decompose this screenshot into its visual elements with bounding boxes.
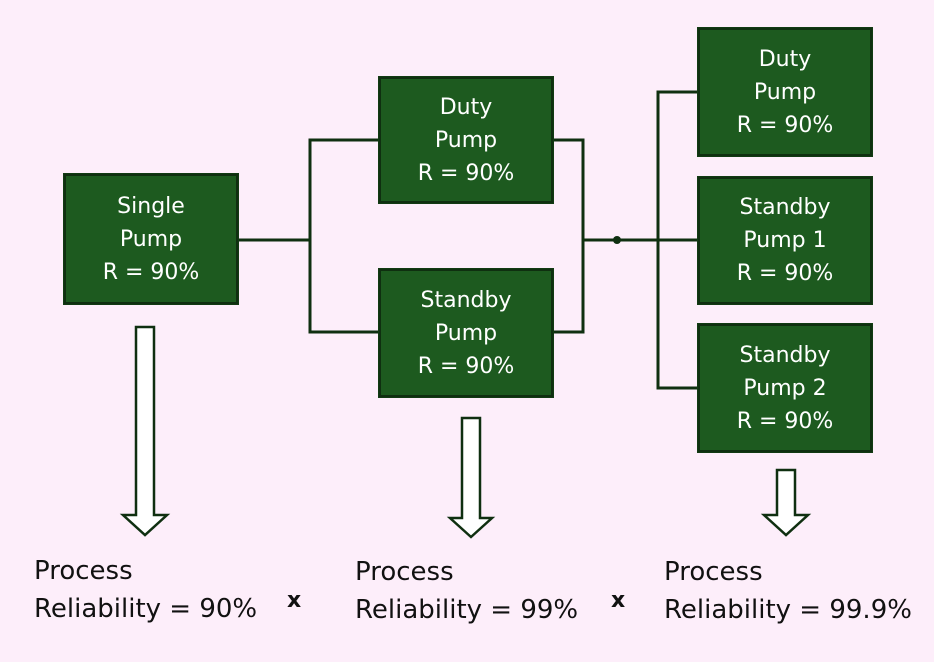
standby-pump-2-box: Standby Pump 2 R = 90%: [698, 324, 872, 452]
reliability-value: R = 90%: [417, 353, 515, 379]
box-label: Standby: [739, 195, 831, 220]
box-label: Standby: [420, 287, 512, 313]
connector-line: [308, 138, 379, 334]
reliability-value: R = 90%: [736, 408, 834, 434]
box-label: Pump: [119, 226, 183, 252]
box-label: Duty: [439, 94, 493, 120]
down-arrow: [119, 325, 171, 537]
process-reliability-stage2: Process Reliability = 99%: [355, 553, 578, 629]
result-value: Reliability = 90%: [34, 594, 258, 624]
reliability-value: R = 90%: [417, 160, 515, 186]
result-label: Process: [355, 557, 454, 587]
process-reliability-stage3: Process Reliability = 99.9%: [664, 553, 912, 629]
box-label: Pump: [434, 127, 498, 153]
result-label: Process: [34, 556, 133, 586]
result-value: Reliability = 99.9%: [664, 595, 912, 625]
reliability-value: R = 90%: [102, 259, 200, 285]
connector-line: [656, 90, 698, 390]
box-label: Pump: [434, 320, 498, 346]
standby-pump-box: Standby Pump R = 90%: [379, 269, 553, 397]
box-label: Pump 2: [743, 375, 827, 401]
down-arrow: [760, 468, 812, 537]
box-label: Single: [117, 193, 185, 219]
process-reliability-stage1: Process Reliability = 90%: [34, 552, 257, 628]
standby-pump-1-box: Standby Pump 1 R = 90%: [698, 177, 872, 304]
reliability-value: R = 90%: [736, 112, 834, 138]
multiply-operator: x: [611, 588, 626, 613]
box-label: Pump 1: [743, 228, 827, 253]
reliability-value: R = 90%: [736, 261, 834, 286]
box-label: Duty: [758, 46, 812, 72]
box-label: Standby: [739, 342, 831, 368]
down-arrow: [446, 416, 496, 539]
duty-pump-box: Duty Pump R = 90%: [379, 77, 553, 203]
duty-pump-box-stage3: Duty Pump R = 90%: [698, 28, 872, 156]
result-value: Reliability = 99%: [355, 595, 579, 625]
junction-dot: [613, 236, 621, 244]
single-pump-box: Single Pump R = 90%: [64, 174, 238, 304]
result-label: Process: [664, 557, 763, 587]
connector-line: [553, 138, 585, 334]
multiply-operator: x: [287, 588, 302, 613]
box-label: Pump: [753, 79, 817, 105]
